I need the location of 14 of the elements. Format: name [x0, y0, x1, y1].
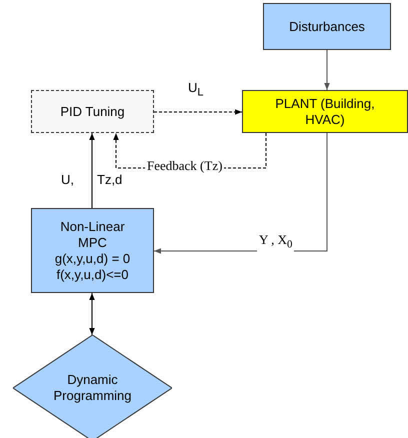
edge-label: U,	[59, 172, 76, 187]
node-text: g(x,y,u,d) = 0	[54, 250, 130, 266]
node-text: f(x,y,u,d)<=0	[56, 266, 128, 282]
decision-diamond	[13, 335, 172, 438]
edge-label: Feedback (Tz)	[145, 158, 224, 173]
process-box	[31, 208, 154, 293]
process-box	[31, 90, 154, 133]
node-text: Disturbances	[289, 18, 365, 34]
node-text: PID Tuning	[60, 104, 125, 120]
signal-label: Tz,d	[95, 172, 124, 187]
process-box	[263, 3, 391, 50]
node-text: PLANT (Building, HVAC)	[274, 96, 376, 128]
node-text: Dynamic Programming	[52, 372, 133, 404]
process-box	[242, 90, 408, 133]
